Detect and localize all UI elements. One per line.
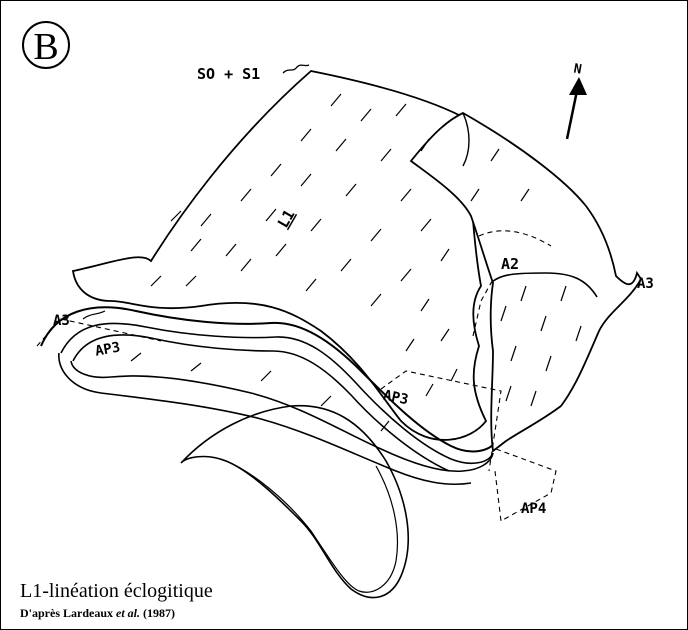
label-a3-right: A3 (637, 276, 654, 292)
label-a3-left: A3 (53, 313, 70, 329)
source-prefix: D'après Lardeaux (20, 606, 116, 620)
panel-label: B (33, 26, 58, 68)
label-s0-s1: SO + S1 (197, 65, 260, 83)
caption-source: D'après Lardeaux et al. (1987) (20, 606, 175, 621)
north-label: N (572, 61, 582, 77)
label-a2: A2 (501, 255, 519, 273)
a3-left-leader (83, 311, 105, 319)
label-ap4: AP4 (521, 501, 546, 517)
panel-badge: B (23, 22, 69, 68)
source-etal: et al. (116, 606, 140, 620)
caption-title: L1-linéation éclogitique (20, 580, 213, 603)
lower-limb (181, 406, 408, 598)
source-year: (1987) (140, 606, 175, 620)
s0-s1-leader (283, 65, 309, 73)
label-ap3-left: AP3 (94, 340, 122, 360)
north-arrow: N (567, 61, 587, 139)
